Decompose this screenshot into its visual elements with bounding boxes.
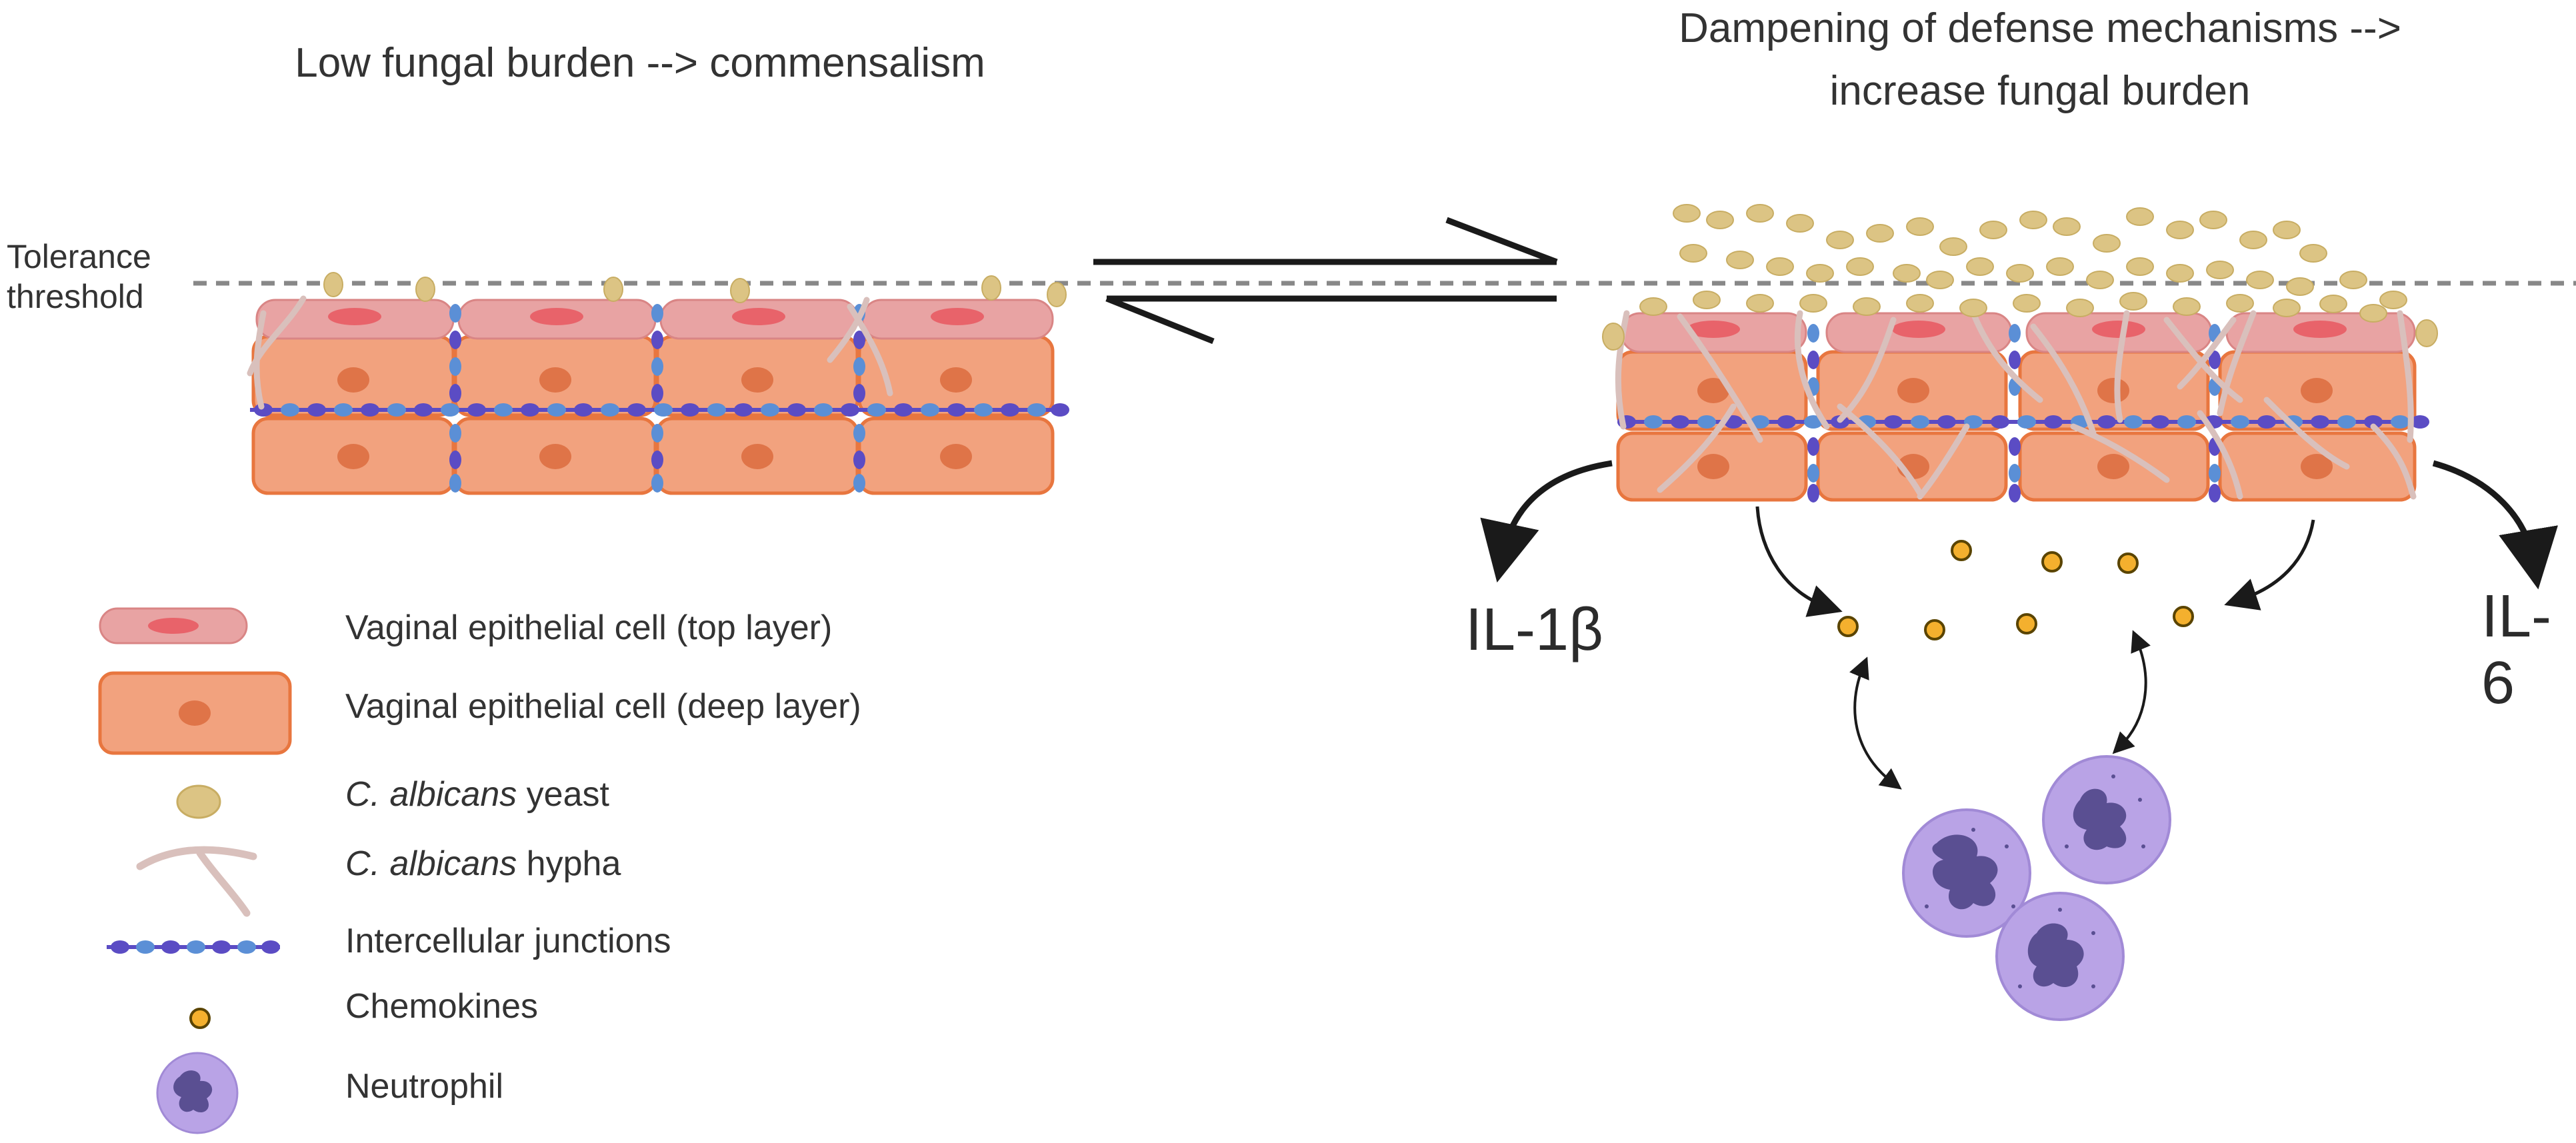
legend-hypha-label: C. albicans hypha — [345, 844, 621, 884]
cytokine-il1b-label: IL-1β — [1465, 596, 1603, 663]
left-epithelium — [247, 272, 1069, 495]
neutrophil-3 — [1995, 892, 2125, 1021]
right-panel-title-line2: increase fungal burden — [1829, 68, 2251, 114]
left-top-cells — [255, 299, 1054, 340]
legend-yeast-suffix: yeast — [517, 775, 609, 814]
left-hyphae — [247, 295, 893, 410]
legend-yeast-icon — [176, 784, 221, 819]
neutrophil-2 — [2042, 755, 2171, 884]
legend-chemokine-icon — [189, 1008, 211, 1029]
legend-deep-cell-icon — [98, 671, 292, 755]
right-epithelium — [1602, 204, 2438, 503]
il1b-arrow — [1480, 460, 1613, 582]
legend-junctions-label: Intercellular junctions — [345, 922, 671, 960]
legend-top-cell-icon — [99, 607, 248, 644]
threshold-label-line1: Tolerance — [7, 238, 151, 275]
threshold-label-line2: threshold — [7, 278, 144, 315]
legend-yeast-label: C. albicans yeast — [345, 774, 609, 814]
chemokine-dots — [1837, 540, 2194, 640]
chemokine-arrow-left — [1755, 506, 1843, 617]
left-deep-cells — [251, 335, 1055, 495]
chemokine-arrow-right — [2224, 519, 2315, 610]
equilibrium-arrows — [1093, 217, 1558, 345]
legend-chemokines-label: Chemokines — [345, 987, 539, 1026]
right-hyphae — [1615, 310, 2417, 500]
left-yeast — [323, 272, 1067, 307]
neutrophil-arrow-right — [2112, 630, 2151, 754]
legend-deep-cell-label: Vaginal epithelial cell (deep layer) — [345, 687, 861, 726]
right-yeast-cloud — [1602, 204, 2438, 351]
neutrophil-arrow-left — [1849, 656, 1902, 790]
right-top-cells — [1620, 312, 2416, 353]
legend-yeast-species: C. albicans — [345, 775, 517, 814]
left-junctions — [250, 304, 1069, 493]
left-panel-title: Low fungal burden --> commensalism — [295, 40, 985, 86]
right-panel-title-line1: Dampening of defense mechanisms --> — [1679, 5, 2401, 51]
il6-arrow — [2432, 460, 2558, 590]
legend-hypha-species: C. albicans — [345, 844, 517, 883]
neutrophil-1 — [1902, 808, 2031, 938]
legend-hypha-suffix: hypha — [517, 844, 621, 883]
legend-junction-icon — [107, 940, 280, 954]
legend-neutrophil-label: Neutrophil — [345, 1067, 504, 1106]
cytokine-il6-label: IL-6 — [2481, 583, 2552, 716]
legend-neutrophil-icon — [156, 1052, 239, 1134]
legend-hypha-icon — [136, 846, 257, 917]
legend-top-cell-label: Vaginal epithelial cell (top layer) — [345, 608, 833, 647]
